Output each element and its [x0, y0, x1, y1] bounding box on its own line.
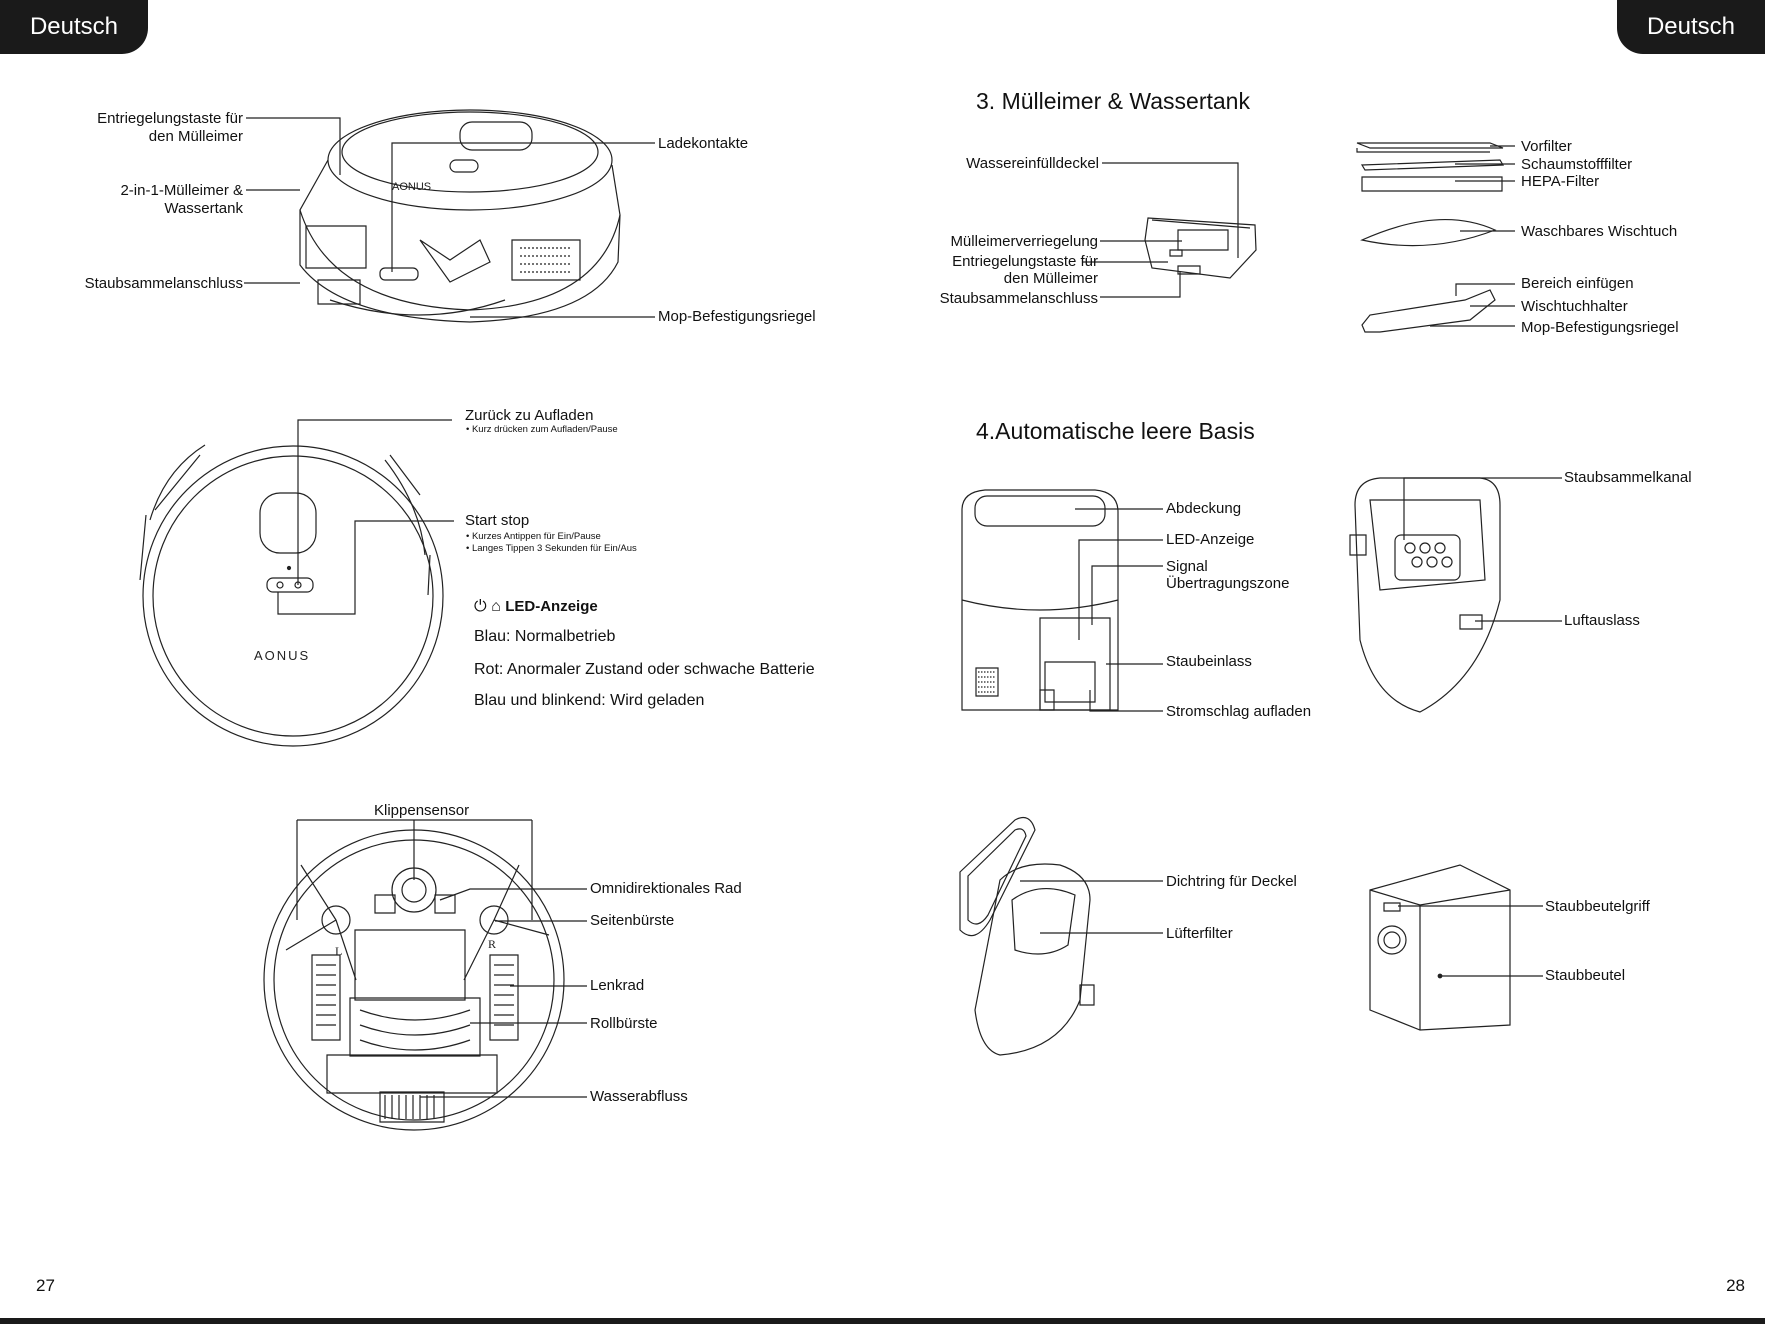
label-release-line1: Entriegelungstaste für: [952, 253, 1098, 270]
base-station-illustration: [962, 490, 1118, 710]
label-mop-latch-2: Mop-Befestigungsriegel: [1521, 319, 1679, 336]
language-tab-left: Deutsch: [0, 0, 148, 54]
label-base-led: LED-Anzeige: [1166, 531, 1255, 548]
led-heading: ⏻ ⌂ LED-Anzeige: [474, 598, 598, 616]
label-bin-line2: Wassertank: [164, 200, 243, 217]
section3-title: 3. Mülleimer & Wassertank: [976, 88, 1250, 114]
robot-side-illustration: AONUS: [300, 110, 620, 322]
label-bin-dust-port: Staubsammelanschluss: [939, 290, 1098, 307]
label-signal-line1: Signal: [1166, 558, 1208, 575]
robot-top-illustration: AONUS: [140, 445, 443, 746]
dust-bag-illustration: [1370, 865, 1510, 1030]
label-dust-bag: Staubbeutel: [1545, 967, 1626, 984]
dustbin-illustration: [1145, 218, 1256, 278]
label-start-stop: Start stop: [465, 512, 530, 529]
led-red-desc: Rot: Anormaler Zustand oder schwache Bat…: [474, 661, 815, 678]
label-signal-line2: Übertragungszone: [1166, 575, 1290, 592]
label-release-button-line1: Entriegelungstaste für: [97, 110, 243, 127]
base-lid-open-illustration: [960, 818, 1094, 1055]
label-fill-lid: Wassereinfülldeckel: [966, 155, 1099, 172]
label-cloth-holder: Wischtuchhalter: [1521, 298, 1628, 315]
label-back-to-charge: Zurück zu Aufladen: [465, 407, 594, 424]
label-insert-area: Bereich einfügen: [1521, 275, 1634, 292]
label-air-outlet: Luftauslass: [1564, 612, 1640, 629]
section4-title: 4.Automatische leere Basis: [976, 418, 1255, 444]
svg-text:L: L: [335, 944, 342, 958]
note-start-stop-1-text: Kurzes Antippen für Ein/Pause: [471, 531, 601, 542]
filters-illustration: [1357, 143, 1503, 332]
label-bag-handle: Staubbeutelgriff: [1545, 898, 1650, 915]
label-bin-lock: Mülleimerverriegelung: [950, 233, 1098, 250]
label-lid-seal: Dichtring für Deckel: [1166, 873, 1297, 890]
label-omni-wheel: Omnidirektionales Rad: [590, 880, 742, 897]
label-bin-line1: 2-in-1-Mülleimer &: [120, 182, 243, 199]
label-foam-filter: Schaumstofffilter: [1521, 156, 1633, 173]
led-heading-text: LED-Anzeige: [505, 598, 598, 615]
svg-text:AONUS: AONUS: [392, 181, 431, 193]
led-blink-desc: Blau und blinkend: Wird geladen: [474, 692, 705, 709]
svg-text:AONUS: AONUS: [254, 648, 310, 663]
language-tab-right: Deutsch: [1617, 0, 1765, 54]
page-number-right: 28: [1726, 1276, 1745, 1295]
label-release-line2: den Mülleimer: [1003, 270, 1098, 287]
label-side-brush: Seitenbürste: [590, 912, 675, 929]
label-cover: Abdeckung: [1166, 500, 1242, 517]
label-mop-latch: Mop-Befestigungsriegel: [658, 308, 816, 325]
label-hepa: HEPA-Filter: [1521, 173, 1600, 190]
label-wheel: Lenkrad: [590, 977, 645, 994]
label-release-button-line2: den Mülleimer: [148, 128, 243, 145]
robot-bottom-illustration: L R: [264, 830, 564, 1130]
label-prefilter: Vorfilter: [1521, 138, 1572, 155]
label-charge-contact: Stromschlag aufladen: [1166, 703, 1312, 720]
label-roll-brush: Rollbürste: [590, 1015, 658, 1032]
led-blue-desc: Blau: Normalbetrieb: [474, 628, 616, 645]
base-open-illustration: [1350, 478, 1500, 712]
page-number-left: 27: [36, 1276, 55, 1295]
label-washable-cloth: Waschbares Wischtuch: [1521, 223, 1678, 240]
label-dust-port: Staubsammelanschluss: [84, 275, 243, 292]
label-fan-filter: Lüfterfilter: [1166, 925, 1233, 942]
label-dust-channel: Staubsammelkanal: [1564, 469, 1692, 486]
label-cliff-sensor: Klippensensor: [374, 802, 470, 819]
label-dust-inlet: Staubeinlass: [1166, 653, 1252, 670]
note-back-to-charge: • Kurz drücken zum Aufladen/Pause: [466, 424, 618, 435]
note-start-stop-2-text: Langes Tippen 3 Sekunden für Ein/Aus: [471, 543, 637, 554]
note-start-stop-1: • Kurzes Antippen für Ein/Pause: [466, 531, 601, 542]
bottom-bar: [0, 1318, 1765, 1324]
svg-text:R: R: [488, 937, 496, 951]
note-start-stop-2: • Langes Tippen 3 Sekunden für Ein/Aus: [466, 543, 637, 554]
note-back-to-charge-text: Kurz drücken zum Aufladen/Pause: [471, 424, 618, 435]
label-water-drain: Wasserabfluss: [590, 1088, 688, 1105]
power-home-icons: ⏻ ⌂: [474, 598, 501, 615]
label-charge-contacts: Ladekontakte: [658, 135, 749, 152]
